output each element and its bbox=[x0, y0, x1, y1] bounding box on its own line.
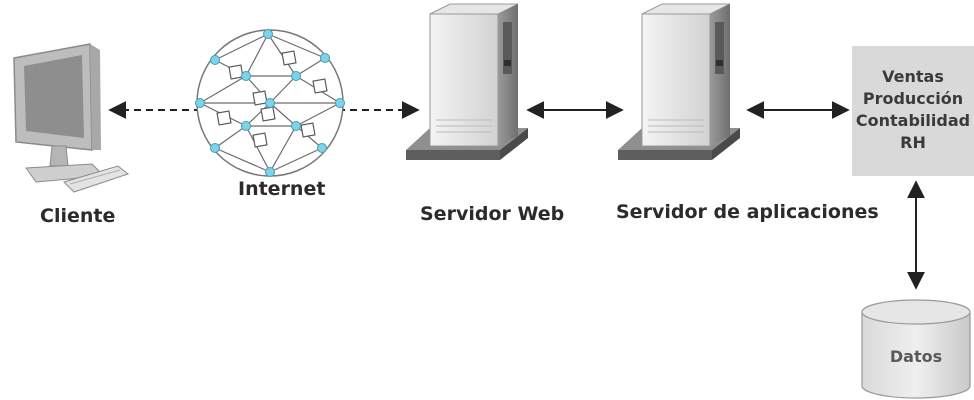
web-server-label: Servidor Web bbox=[420, 203, 564, 225]
business-line-contabilidad: Contabilidad bbox=[856, 111, 970, 130]
internet-label: Internet bbox=[238, 178, 325, 200]
business-line-produccion: Producción bbox=[863, 89, 963, 108]
client-computer-icon bbox=[13, 43, 130, 193]
business-line-ventas: Ventas bbox=[882, 67, 944, 86]
internet-globe-icon bbox=[195, 29, 345, 177]
client-label: Cliente bbox=[40, 205, 115, 227]
database-cylinder-icon: Datos bbox=[861, 299, 971, 399]
business-line-rh: RH bbox=[900, 133, 926, 152]
database-label: Datos bbox=[890, 347, 942, 366]
app-server-icon bbox=[618, 3, 740, 160]
app-server-label: Servidor de aplicaciones bbox=[616, 201, 879, 223]
web-server-icon bbox=[406, 3, 528, 160]
business-functions-box: Ventas Producción Contabilidad RH bbox=[852, 46, 974, 176]
